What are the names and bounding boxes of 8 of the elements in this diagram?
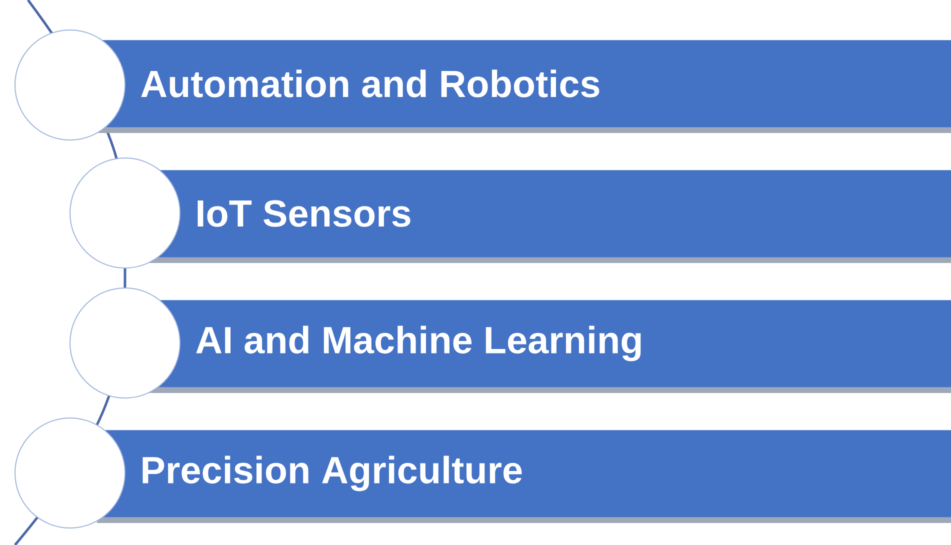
circle-marker xyxy=(14,30,126,140)
circle-marker xyxy=(70,287,180,398)
circle-marker xyxy=(14,417,126,528)
list-band: Automation and Robotics xyxy=(95,40,951,133)
list-band: IoT Sensors xyxy=(125,170,951,263)
list-band: Precision Agriculture xyxy=(95,430,951,523)
circle-marker xyxy=(70,157,180,268)
list-band: AI and Machine Learning xyxy=(125,300,951,393)
